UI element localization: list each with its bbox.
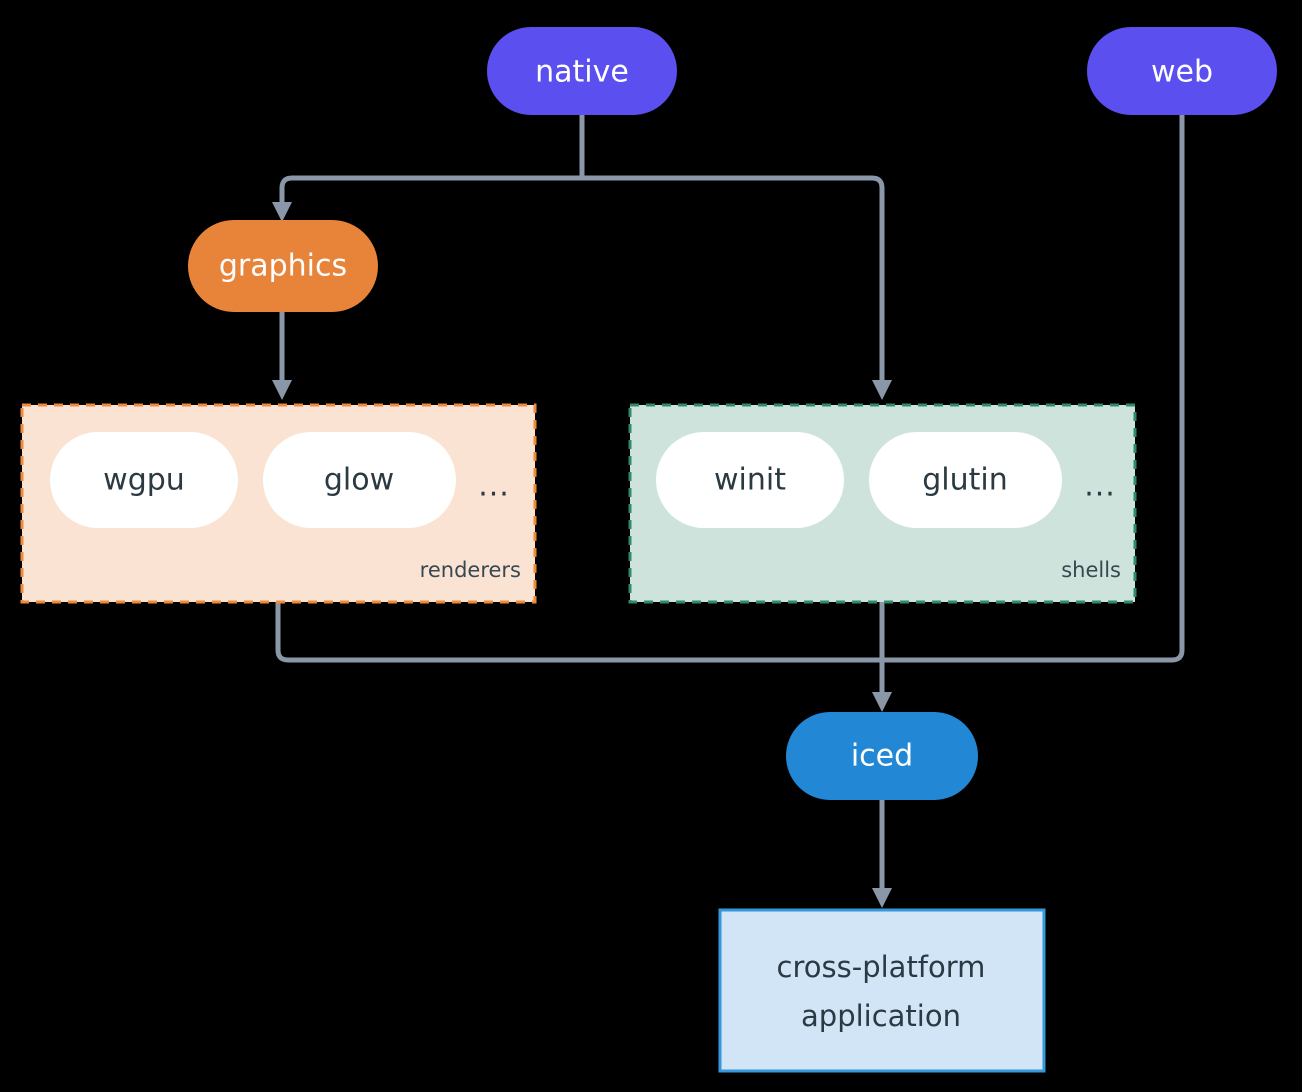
node-iced-label: iced xyxy=(851,739,913,774)
group-shells: winit glutin ... shells xyxy=(628,403,1137,604)
node-graphics-shape xyxy=(188,220,378,312)
chip-glutin-label: glutin xyxy=(922,463,1008,498)
node-application-label-line1: cross-platform xyxy=(777,950,986,984)
group-shells-label: shells xyxy=(1061,558,1121,582)
node-web-shape xyxy=(1087,27,1277,115)
node-application[interactable]: cross-platform application xyxy=(718,908,1046,1073)
node-native-shape xyxy=(487,27,677,115)
renderers-ellipsis: ... xyxy=(478,469,510,504)
edge-native-to-shells xyxy=(579,175,885,385)
chip-glow[interactable]: glow xyxy=(263,432,456,528)
node-iced[interactable]: iced xyxy=(786,712,978,800)
node-native-label: native xyxy=(535,55,629,90)
edge-native-to-graphics xyxy=(279,175,585,209)
chip-glutin[interactable]: glutin xyxy=(869,432,1062,528)
chip-wgpu-label: wgpu xyxy=(103,463,185,498)
chip-glow-label: glow xyxy=(324,463,394,498)
arrowhead-graphics xyxy=(272,202,292,222)
group-renderers: wgpu glow ... renderers xyxy=(20,403,537,604)
chip-wgpu-shape xyxy=(50,432,238,528)
shells-ellipsis: ... xyxy=(1084,469,1116,504)
node-graphics[interactable]: graphics xyxy=(188,220,378,312)
arrowhead-shells xyxy=(872,380,892,400)
arrowhead-renderers xyxy=(272,380,292,400)
node-web-label: web xyxy=(1151,55,1213,90)
node-native[interactable]: native xyxy=(487,27,677,115)
node-iced-shape xyxy=(786,712,978,800)
node-application-shape xyxy=(718,908,1046,1073)
group-renderers-label: renderers xyxy=(420,558,521,582)
arrowhead-iced xyxy=(872,692,892,712)
node-graphics-label: graphics xyxy=(219,249,347,284)
node-application-label-line2: application xyxy=(801,999,961,1033)
chip-glow-shape xyxy=(263,432,456,528)
chip-wgpu[interactable]: wgpu xyxy=(50,432,238,528)
chip-glutin-shape xyxy=(869,432,1062,528)
chip-winit[interactable]: winit xyxy=(656,432,844,528)
chip-winit-shape xyxy=(656,432,844,528)
edge-web-to-iced xyxy=(879,112,1185,663)
chip-winit-label: winit xyxy=(714,463,786,498)
node-web[interactable]: web xyxy=(1087,27,1277,115)
arrowhead-application xyxy=(872,888,892,908)
edge-renderers-to-iced xyxy=(275,599,885,663)
